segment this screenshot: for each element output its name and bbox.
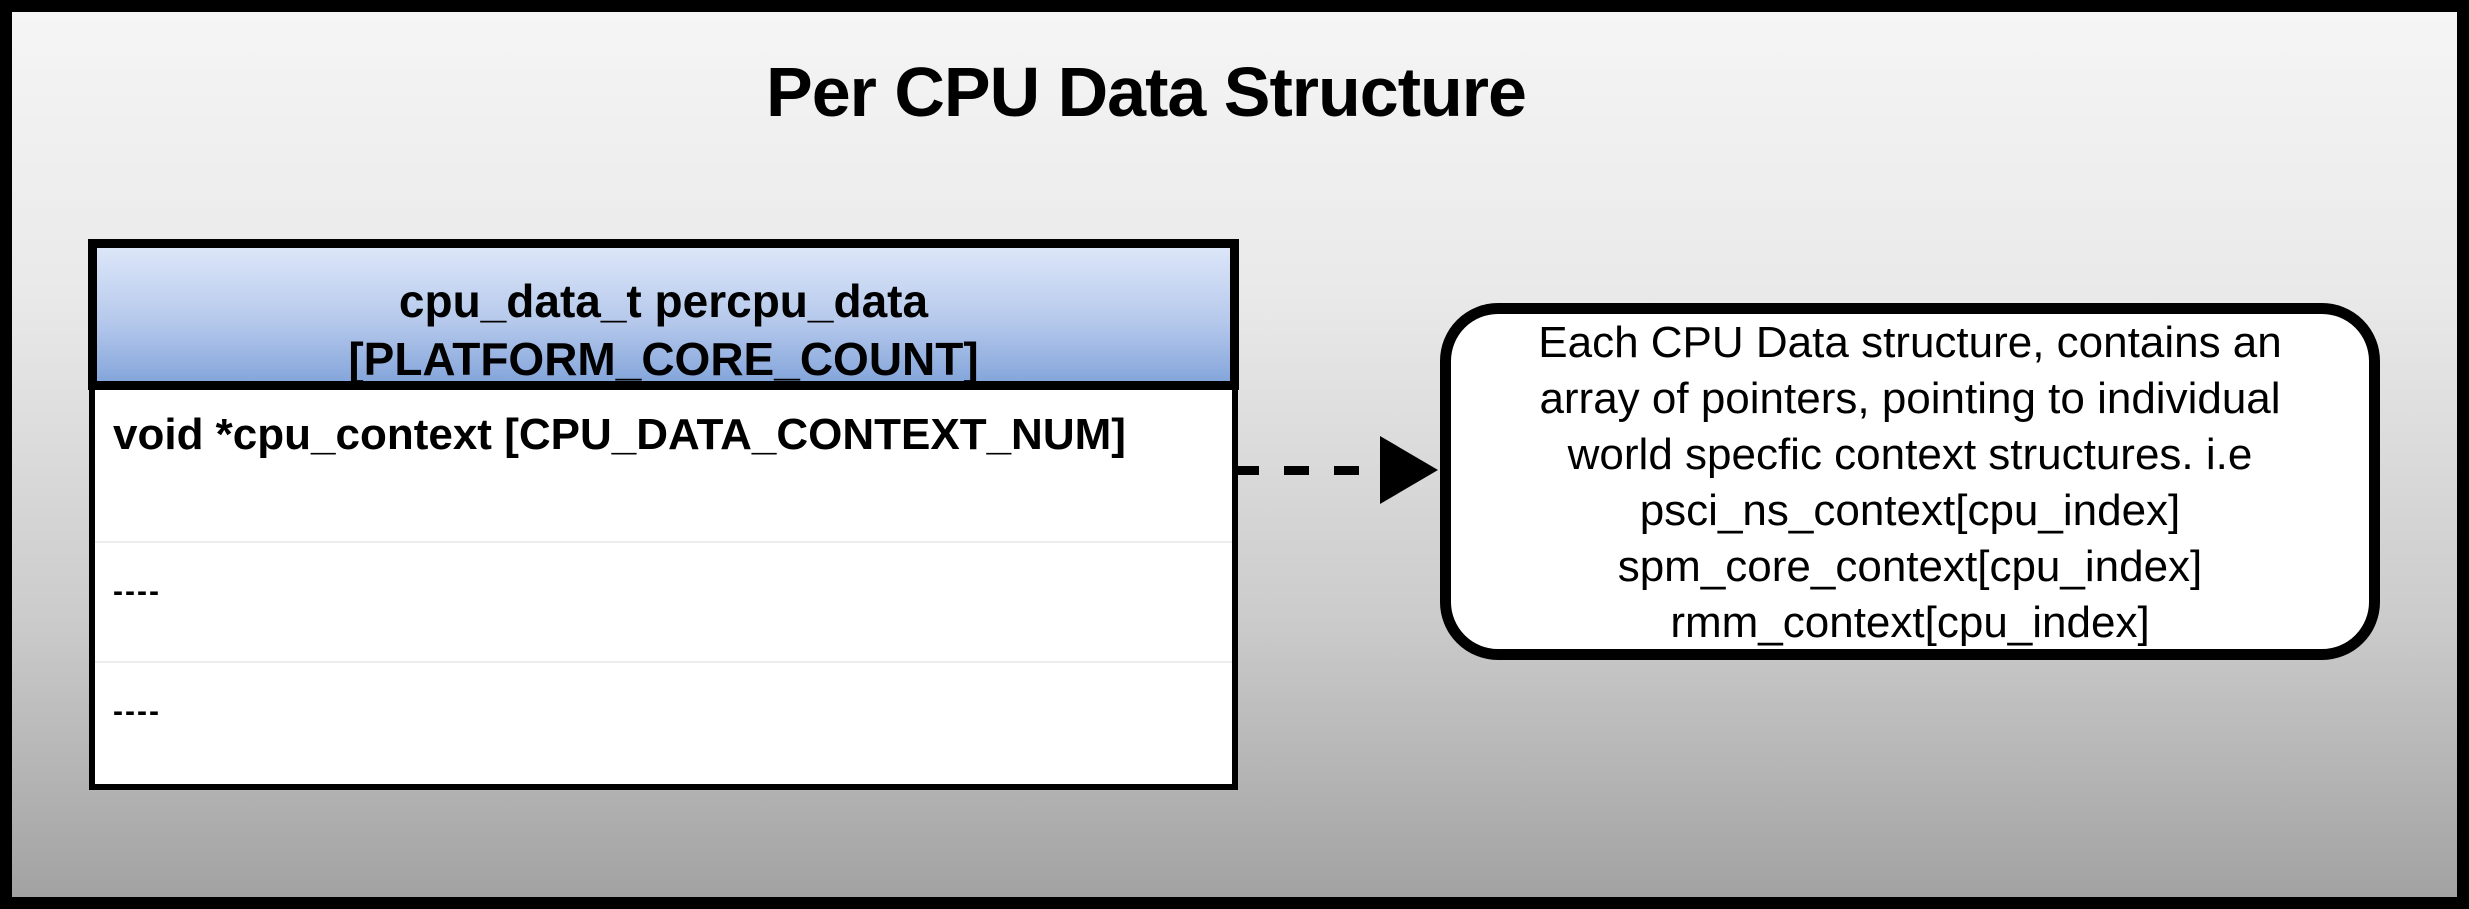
struct-row-cpu-context: void *cpu_context [CPU_DATA_CONTEXT_NUM] bbox=[95, 390, 1232, 543]
struct-row-placeholder-1: ---- bbox=[95, 543, 1232, 663]
callout-line: Each CPU Data structure, contains an bbox=[1538, 318, 2282, 367]
struct-header-declaration: cpu_data_t percpu_data bbox=[398, 275, 929, 327]
struct-header-array-size: [PLATFORM_CORE_COUNT] bbox=[348, 333, 979, 385]
callout-note: Each CPU Data structure, contains an arr… bbox=[1440, 303, 2380, 660]
struct-body: void *cpu_context [CPU_DATA_CONTEXT_NUM]… bbox=[89, 390, 1238, 790]
arrow-head-icon bbox=[1380, 436, 1438, 504]
callout-line: array of pointers, pointing to individua… bbox=[1539, 374, 2281, 423]
arrow-dashed-line bbox=[1234, 466, 1380, 475]
cpu-data-struct-table: cpu_data_t percpu_data [PLATFORM_CORE_CO… bbox=[88, 239, 1239, 790]
callout-line: world specfic context structures. i.e bbox=[1567, 430, 2253, 479]
callout-line: psci_ns_context[cpu_index] bbox=[1639, 486, 2181, 535]
struct-header: cpu_data_t percpu_data [PLATFORM_CORE_CO… bbox=[88, 239, 1239, 390]
struct-row-placeholder-2: ---- bbox=[113, 695, 161, 728]
callout-line: rmm_context[cpu_index] bbox=[1670, 598, 2150, 647]
dashed-arrow bbox=[1234, 436, 1444, 504]
callout-line: spm_core_context[cpu_index] bbox=[1617, 542, 2203, 591]
diagram-title: Per CPU Data Structure bbox=[766, 53, 1527, 131]
